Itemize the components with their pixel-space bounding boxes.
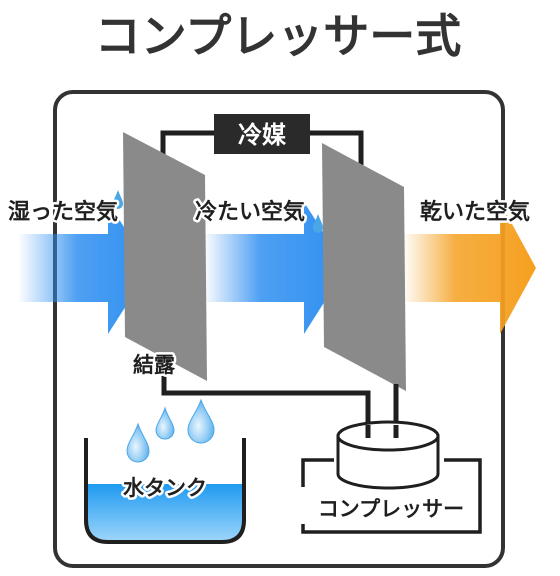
- condensation-label: 結露: [133, 353, 176, 377]
- water-drop-icon: [313, 214, 323, 233]
- dry-air-arrow: [402, 202, 536, 334]
- water-drop-icon: [126, 422, 150, 463]
- water-tank-label: 水タンク: [123, 476, 207, 500]
- dry-air-label: 乾いた空気: [420, 199, 530, 225]
- refrigerant-label-box: [214, 114, 310, 154]
- compressor-inlet-pipes: [365, 425, 399, 438]
- water-tank-water: [86, 484, 244, 542]
- cooled-air-arrow: [203, 202, 346, 334]
- water-drop-icon: [113, 190, 123, 209]
- water-drop-icon: [155, 406, 175, 440]
- evaporator-to-compressor-pipe: [161, 373, 371, 428]
- water-tank: [84, 438, 246, 544]
- cooled-air-label: 冷たい空気: [195, 199, 305, 225]
- humid-air-label: 湿った空気: [8, 199, 118, 225]
- compressor-cylinder-top: [336, 420, 440, 452]
- humid-air-arrow: [18, 202, 150, 334]
- diagram-title: コンプレッサー式: [95, 9, 462, 63]
- compressor-label: コンプレッサー: [318, 497, 464, 521]
- water-drop-icon: [187, 398, 215, 444]
- refrigerant-label: 冷媒: [238, 121, 287, 149]
- evaporator-plate: [123, 132, 207, 381]
- condenser-plate: [322, 143, 406, 391]
- compressor-bracket: [301, 458, 482, 534]
